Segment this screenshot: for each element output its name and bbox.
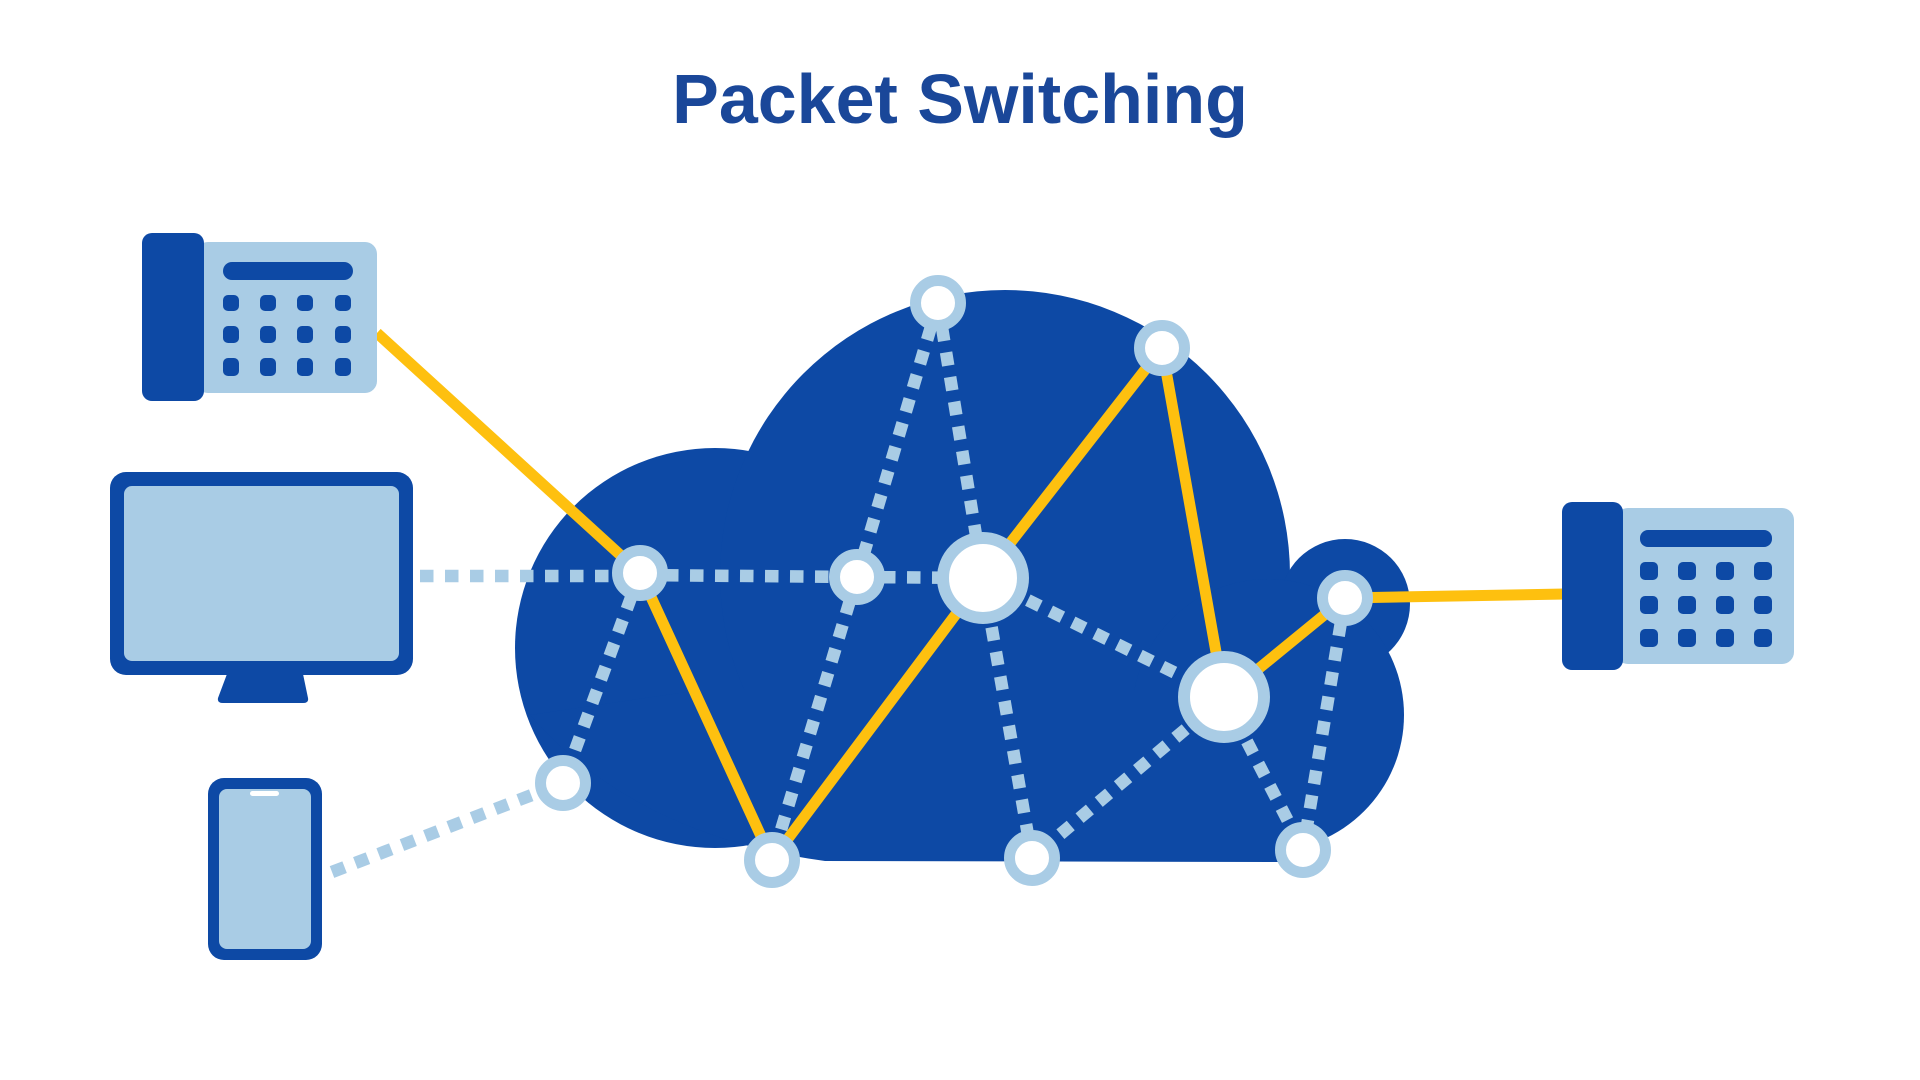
node-middle bbox=[829, 549, 885, 605]
node-top bbox=[910, 275, 966, 331]
dashed-link bbox=[1296, 596, 1352, 852]
node-right bbox=[1317, 570, 1373, 626]
dashed-link bbox=[1027, 692, 1229, 863]
node-bottom-middle bbox=[744, 832, 800, 888]
dashed-link bbox=[329, 777, 566, 878]
node-left bbox=[612, 545, 668, 601]
dashed-link bbox=[980, 572, 1227, 703]
keypad bbox=[223, 295, 351, 376]
node-bottom-left bbox=[535, 755, 591, 811]
node-right-hub bbox=[1178, 651, 1270, 743]
desk-phone-icon bbox=[1562, 502, 1794, 670]
page-title: Packet Switching bbox=[672, 60, 1248, 138]
dashed-link bbox=[976, 576, 1039, 860]
desk-phone-icon bbox=[142, 233, 377, 401]
node-center-hub bbox=[937, 532, 1029, 624]
node-bottom bbox=[1004, 830, 1060, 886]
node-top-right bbox=[1134, 320, 1190, 376]
monitor-icon bbox=[110, 472, 413, 703]
dashed-link bbox=[639, 568, 858, 584]
dashed-link bbox=[931, 301, 990, 580]
dashed-link bbox=[851, 301, 944, 579]
keypad bbox=[1640, 562, 1772, 647]
dashed-link bbox=[557, 570, 646, 786]
node-bottom-right bbox=[1275, 822, 1331, 878]
smartphone-icon bbox=[208, 778, 322, 960]
nodes-layer bbox=[535, 275, 1373, 888]
